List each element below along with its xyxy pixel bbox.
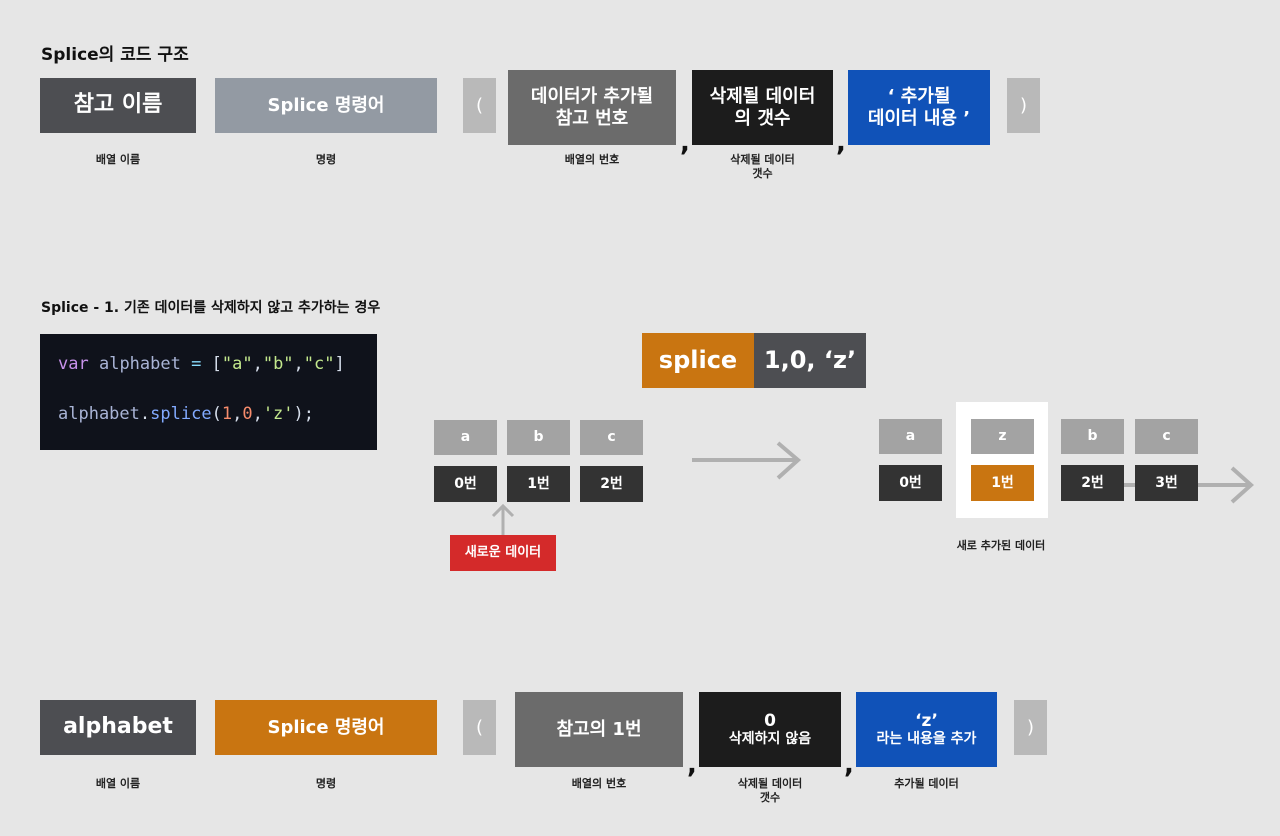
code-line-2: alphabet.splice(1,0,'z'); bbox=[58, 404, 359, 424]
command-box: Splice 명령어 bbox=[215, 78, 437, 133]
code-bracket-close: ] bbox=[334, 354, 345, 374]
splice-banner-left: splice bbox=[642, 333, 754, 388]
before-value-b: b bbox=[507, 420, 570, 455]
code-num-1: 1 bbox=[221, 404, 233, 424]
right-arrow-icon bbox=[692, 441, 802, 480]
index-box: 데이터가 추가될 참고 번호 bbox=[508, 70, 676, 145]
section2-title: Splice - 1. 기존 데이터를 삭제하지 않고 추가하는 경우 bbox=[41, 300, 381, 316]
code-str-b: "b" bbox=[262, 354, 294, 374]
after-value-a: a bbox=[879, 419, 942, 454]
added-caption: 새로 추가된 데이터 bbox=[956, 539, 1046, 552]
index-box-line2: 참고 번호 bbox=[555, 107, 629, 129]
s3-caption-array-name: 배열 이름 bbox=[95, 777, 141, 790]
s3-caption-add: 추가될 데이터 bbox=[894, 777, 959, 790]
open-paren-box: ( bbox=[463, 78, 496, 133]
caption-array-name: 배열 이름 bbox=[95, 153, 141, 166]
after-index-1: 1번 bbox=[971, 465, 1034, 501]
caption-delete-line1: 삭제될 데이터 bbox=[730, 153, 795, 166]
delete-box-line2: 의 갯수 bbox=[734, 107, 791, 129]
s3-index-box: 참고의 1번 bbox=[515, 692, 683, 767]
code-keyword: var bbox=[58, 354, 89, 374]
code-comma: , bbox=[293, 354, 304, 374]
code-bracket-open: [ bbox=[211, 354, 222, 374]
up-arrow-icon bbox=[491, 503, 515, 538]
add-box-line2: 데이터 내용 ’ bbox=[867, 107, 971, 129]
code-semicolon: ; bbox=[303, 404, 315, 424]
code-comma: , bbox=[252, 404, 263, 424]
splice-banner-right: 1,0, ‘z’ bbox=[754, 333, 866, 388]
s3-command-box: Splice 명령어 bbox=[215, 700, 437, 755]
comma-1: , bbox=[680, 128, 690, 158]
caption-command: 명령 bbox=[315, 153, 337, 166]
code-equals: = bbox=[191, 354, 202, 374]
s3-caption-delete-count: 삭제될 데이터 갯수 bbox=[699, 777, 841, 806]
caption-index: 배열의 번호 bbox=[564, 153, 620, 166]
delete-box-line1: 삭제될 데이터 bbox=[709, 85, 816, 107]
caption-delete-line2: 갯수 bbox=[752, 167, 773, 181]
s3-comma-1: , bbox=[687, 750, 697, 780]
s3-caption-delete-line2: 갯수 bbox=[759, 791, 781, 805]
s3-delete-value: 0 bbox=[764, 710, 776, 731]
after-value-c: c bbox=[1135, 419, 1198, 454]
s3-open-paren-box: ( bbox=[463, 700, 496, 755]
after-index-2: 2번 bbox=[1061, 465, 1124, 501]
s3-add-data-box: ‘z’ 라는 내용을 추가 bbox=[856, 692, 997, 767]
after-value-b: b bbox=[1061, 419, 1124, 454]
code-comma: , bbox=[232, 404, 243, 424]
code-block: var alphabet = ["a","b","c"] alphabet.sp… bbox=[40, 334, 377, 450]
code-lparen: ( bbox=[211, 404, 222, 424]
delete-count-box: 삭제될 데이터 의 갯수 bbox=[692, 70, 833, 145]
caption-delete-count: 삭제될 데이터 갯수 bbox=[692, 153, 833, 182]
close-paren-box: ) bbox=[1007, 78, 1040, 133]
new-data-label: 새로운 데이터 bbox=[450, 535, 556, 571]
before-value-c: c bbox=[580, 420, 643, 455]
s3-comma-2: , bbox=[844, 750, 854, 780]
code-rparen: ) bbox=[293, 404, 304, 424]
s3-add-value: ‘z’ bbox=[915, 710, 938, 731]
s3-add-text: 라는 내용을 추가 bbox=[876, 731, 977, 748]
before-index-0: 0번 bbox=[434, 466, 497, 502]
s3-delete-text: 삭제하지 않음 bbox=[728, 731, 812, 748]
array-name-box: 참고 이름 bbox=[40, 78, 196, 133]
after-index-0: 0번 bbox=[879, 465, 942, 501]
code-dot: . bbox=[139, 404, 151, 424]
index-box-line1: 데이터가 추가될 bbox=[530, 85, 654, 107]
s3-caption-command: 명령 bbox=[315, 777, 337, 790]
code-num-0: 0 bbox=[242, 404, 253, 424]
code-comma: , bbox=[252, 354, 263, 374]
section1-title: Splice의 코드 구조 bbox=[41, 45, 189, 65]
before-index-1: 1번 bbox=[507, 466, 570, 502]
s3-close-paren-box: ) bbox=[1014, 700, 1047, 755]
after-value-z: z bbox=[971, 419, 1034, 454]
add-data-box: ‘ 추가될 데이터 내용 ’ bbox=[848, 70, 990, 145]
code-line-1: var alphabet = ["a","b","c"] bbox=[58, 354, 359, 374]
code-str-c: "c" bbox=[303, 354, 335, 374]
s3-array-name-box: alphabet bbox=[40, 700, 196, 755]
code-object: alphabet bbox=[58, 404, 140, 424]
code-function: splice bbox=[150, 404, 212, 424]
code-str-z: 'z' bbox=[262, 404, 294, 424]
code-str-a: "a" bbox=[221, 354, 253, 374]
code-var-name: alphabet bbox=[98, 354, 181, 374]
before-value-a: a bbox=[434, 420, 497, 455]
s3-caption-index: 배열의 번호 bbox=[571, 777, 627, 790]
s3-delete-count-box: 0 삭제하지 않음 bbox=[699, 692, 841, 767]
s3-caption-delete-line1: 삭제될 데이터 bbox=[737, 777, 803, 790]
comma-2: , bbox=[836, 128, 846, 158]
after-index-3: 3번 bbox=[1135, 465, 1198, 501]
before-index-2: 2번 bbox=[580, 466, 643, 502]
add-box-line1: ‘ 추가될 bbox=[887, 85, 951, 107]
